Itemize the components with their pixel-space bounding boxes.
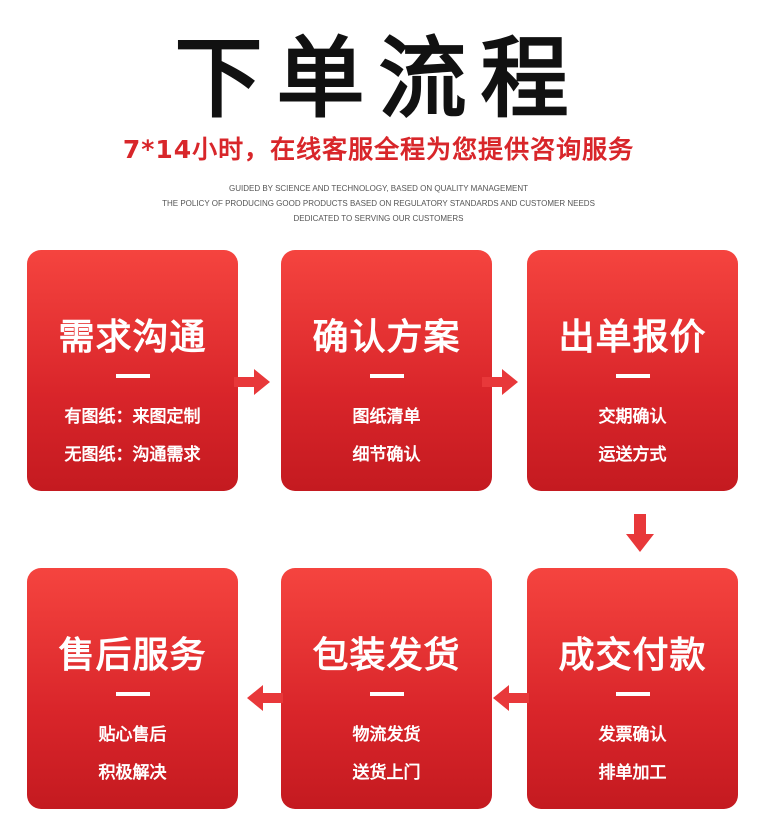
step-line: 送货上门	[352, 763, 421, 783]
step-line: 发票确认	[598, 725, 667, 745]
step-card-1: 需求沟通 有图纸：来图定制 无图纸：沟通需求	[27, 250, 238, 491]
step-line: 积极解决	[98, 763, 167, 783]
divider	[615, 374, 650, 378]
step-line: 图纸清单	[352, 407, 421, 427]
step-title: 确认方案	[312, 317, 461, 358]
divider	[115, 692, 150, 696]
divider	[615, 692, 650, 696]
page-title: 下单流程	[174, 27, 583, 130]
step-title: 出单报价	[558, 317, 707, 358]
english-line-3: DEDICATED TO SERVING OUR CUSTOMERS	[293, 214, 464, 223]
step-line: 物流发货	[352, 725, 421, 745]
step-title: 成交付款	[558, 635, 707, 676]
arrow-right-icon	[234, 369, 270, 395]
step-line: 排单加工	[598, 763, 667, 783]
divider	[369, 374, 404, 378]
step-card-3: 出单报价 交期确认 运送方式	[527, 250, 738, 491]
step-line: 有图纸：来图定制	[64, 407, 201, 427]
step-card-4: 成交付款 发票确认 排单加工	[527, 568, 738, 809]
divider	[115, 374, 150, 378]
step-card-5: 包装发货 物流发货 送货上门	[281, 568, 492, 809]
divider	[369, 692, 404, 696]
english-line-1: GUIDED BY SCIENCE AND TECHNOLOGY, BASED …	[228, 184, 529, 193]
english-line-2: THE POLICY OF PRODUCING GOOD PRODUCTS BA…	[162, 199, 595, 208]
step-line: 运送方式	[598, 445, 667, 465]
arrow-right-icon	[482, 369, 518, 395]
step-line: 交期确认	[598, 407, 667, 427]
step-line: 细节确认	[352, 445, 421, 465]
arrow-left-icon	[493, 685, 529, 711]
subtitle: 7*14小时，在线客服全程为您提供咨询服务	[122, 135, 635, 164]
step-title: 需求沟通	[58, 317, 207, 358]
step-title: 包装发货	[312, 635, 461, 676]
arrow-down-icon	[626, 514, 654, 552]
step-line: 无图纸：沟通需求	[64, 445, 201, 465]
step-title: 售后服务	[58, 635, 207, 676]
arrow-left-icon	[247, 685, 283, 711]
step-card-2: 确认方案 图纸清单 细节确认	[281, 250, 492, 491]
step-line: 贴心售后	[98, 725, 167, 745]
step-card-6: 售后服务 贴心售后 积极解决	[27, 568, 238, 809]
